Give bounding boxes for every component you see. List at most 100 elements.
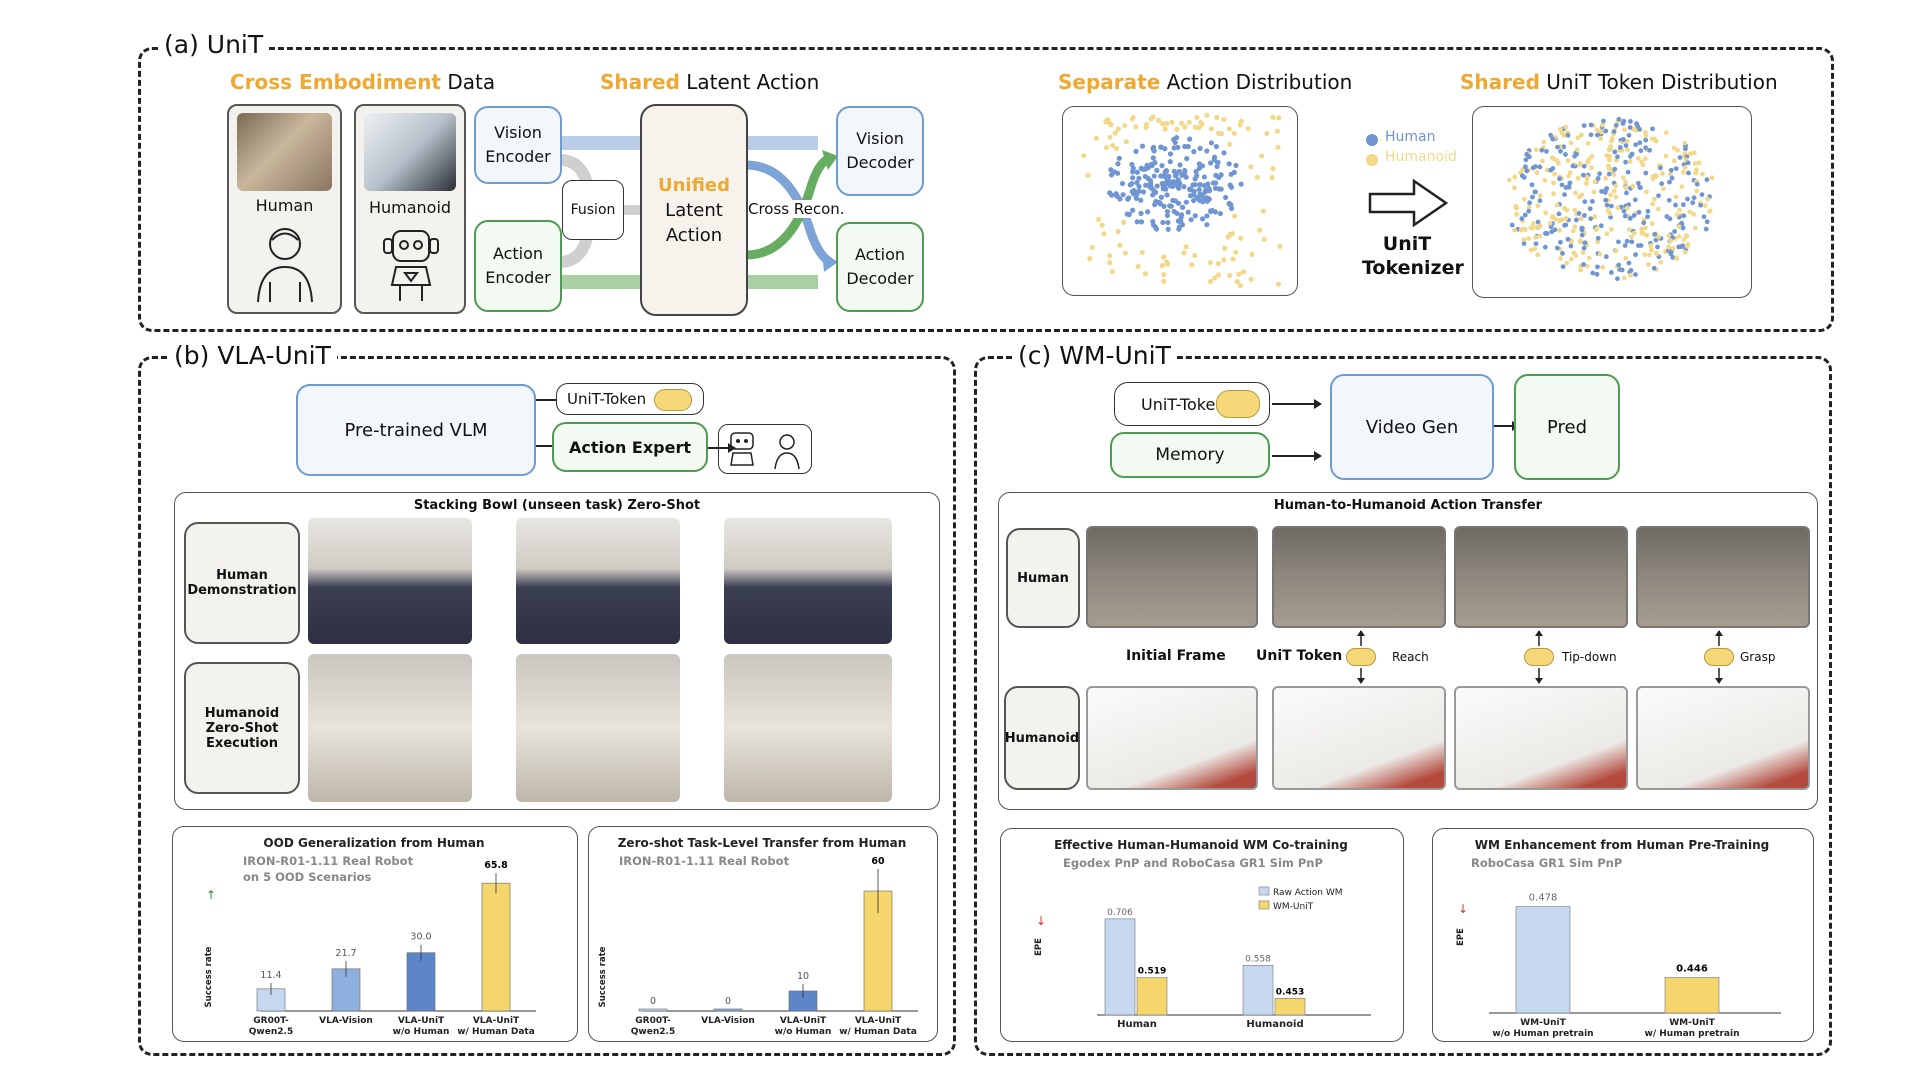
human-point: [1677, 155, 1683, 160]
human-point: [1568, 140, 1574, 146]
demo-title: Stacking Bowl (unseen task) Zero-Shot: [413, 498, 701, 513]
human-point: [1585, 140, 1591, 146]
humanoid-point: [1567, 180, 1573, 186]
humanoid-point: [1595, 239, 1601, 245]
human-point: [1642, 252, 1648, 257]
human-point: [1139, 143, 1146, 149]
humanoid-point: [1276, 115, 1282, 121]
humanoid-point: [1087, 256, 1093, 262]
humanoid-point: [1218, 131, 1225, 137]
human-point: [1709, 175, 1715, 181]
humanoid-point: [1598, 136, 1604, 142]
human-point: [1188, 217, 1194, 223]
humanoid-point: [1245, 126, 1251, 132]
human-point: [1213, 143, 1219, 150]
humanoid-point: [1227, 272, 1233, 278]
bar: [1242, 965, 1274, 1016]
pred-box: Pred: [1514, 374, 1620, 480]
human-point: [1611, 188, 1617, 194]
embodiment-icons: [718, 424, 812, 474]
value-label: 0: [725, 996, 731, 1007]
humanoid-point: [1673, 202, 1678, 208]
humanoid-point: [1107, 253, 1113, 259]
humanoid-point: [1616, 262, 1622, 268]
humanoid-point: [1143, 121, 1150, 127]
chart-title: OOD Generalization from Human: [263, 836, 484, 850]
human-point: [1511, 185, 1517, 191]
human-point: [1562, 192, 1567, 198]
humanoid-photo: [364, 113, 456, 191]
human-point: [1134, 169, 1140, 175]
legend-humanoid-dot: [1366, 154, 1378, 166]
value-label: 0: [650, 996, 656, 1007]
humanoid-point: [1107, 260, 1113, 266]
humanoid-point: [1227, 231, 1233, 238]
panel-b: [138, 356, 956, 1056]
human-point: [1228, 184, 1235, 190]
humanoid-point: [1668, 251, 1674, 257]
human-point: [1614, 276, 1620, 282]
action-decoder-box: Action Decoder: [836, 222, 924, 312]
humanoid-point: [1704, 219, 1710, 225]
humanoid-point: [1628, 153, 1633, 159]
humanoid-point: [1633, 272, 1638, 277]
humanoid-point: [1581, 262, 1587, 267]
humanoid-point: [1558, 239, 1563, 245]
human-point: [1526, 204, 1532, 210]
humanoid-point: [1537, 193, 1543, 199]
humanoid-point: [1564, 207, 1570, 213]
humanoid-point: [1555, 144, 1560, 150]
humanoid-point: [1101, 231, 1107, 237]
bar: [1104, 918, 1136, 1016]
humanoid-point: [1682, 165, 1688, 171]
humanoid-point: [1248, 276, 1254, 282]
human-point: [1584, 181, 1589, 186]
human-point: [1676, 224, 1682, 230]
human-point: [1649, 221, 1655, 227]
human-point: [1669, 175, 1675, 181]
transfer-human-frame-4: [1636, 526, 1810, 628]
humanoid-point: [1616, 116, 1622, 122]
humanoid-point: [1685, 196, 1690, 202]
human-point: [1629, 234, 1634, 240]
human-demo-frame-2: [516, 518, 680, 644]
humanoid-point: [1230, 256, 1236, 262]
humanoid-point: [1638, 148, 1644, 154]
humanoid-point: [1606, 171, 1612, 177]
humanoid-point: [1534, 170, 1540, 175]
human-point: [1533, 147, 1539, 153]
humanoid-point: [1699, 192, 1705, 198]
humanoid-point: [1226, 141, 1233, 147]
transfer-title: Human-to-Humanoid Action Transfer: [1273, 498, 1543, 513]
humanoid-point: [1122, 122, 1128, 129]
human-point: [1138, 219, 1145, 225]
chart-subtitle: RoboCasa GR1 Sim PnP: [1471, 856, 1622, 870]
humanoid-point: [1570, 163, 1576, 169]
human-point: [1541, 139, 1547, 145]
humanoid-point: [1605, 207, 1611, 213]
legend-humanoid-label: Humanoid: [1385, 149, 1457, 165]
humanoid-point: [1628, 268, 1634, 273]
human-point: [1138, 197, 1144, 203]
human-point: [1563, 124, 1569, 130]
human-point: [1671, 145, 1677, 151]
human-point: [1208, 140, 1215, 146]
chart-subtitle: Egodex PnP and RoboCasa GR1 Sim PnP: [1063, 856, 1323, 870]
y-axis-label: EPE: [1034, 938, 1044, 956]
human-point: [1637, 126, 1642, 132]
shared-token-heading: Shared UniT Token Distribution: [1460, 70, 1778, 94]
human-point: [1518, 227, 1524, 233]
human-point: [1599, 129, 1605, 135]
humanoid-point: [1254, 174, 1261, 180]
human-point: [1152, 202, 1158, 208]
humanoid-point: [1670, 246, 1676, 251]
humanoid-point: [1159, 263, 1165, 269]
human-point: [1233, 162, 1239, 169]
human-point: [1704, 177, 1710, 183]
humanoid-point: [1631, 213, 1637, 218]
human-point: [1228, 205, 1235, 212]
humanoid-point: [1558, 126, 1563, 132]
human-point: [1685, 160, 1691, 166]
human-point: [1594, 132, 1600, 138]
